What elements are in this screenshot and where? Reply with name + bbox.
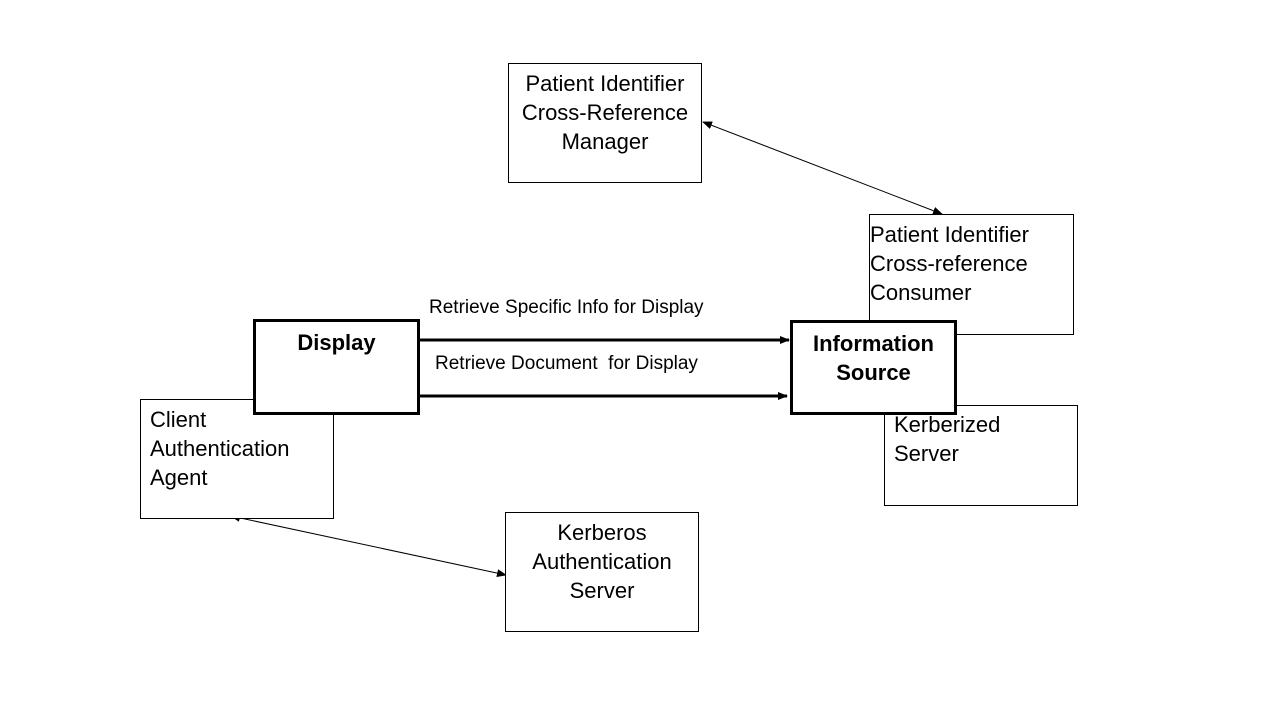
- retrieve-specific-info-label: Retrieve Specific Info for Display: [429, 297, 704, 318]
- client-auth-agent-box: Client Authentication Agent: [140, 399, 334, 519]
- pix-manager-label: Patient Identifier Cross-Reference Manag…: [521, 71, 689, 154]
- pix-manager-box: Patient Identifier Cross-Reference Manag…: [508, 63, 702, 183]
- kerberized-server-box: Kerberized Server: [884, 405, 1078, 506]
- kerberized-server-label: Kerberized Server: [894, 412, 1001, 466]
- pix-manager-consumer-connector: [702, 121, 943, 215]
- display-label: Display: [297, 330, 376, 355]
- retrieve-document-label: Retrieve Document for Display: [435, 353, 698, 374]
- client-agent-kerberos-connector: [230, 513, 507, 578]
- information-source-box: Information Source: [790, 320, 957, 415]
- display-box: Display: [253, 319, 420, 415]
- pix-consumer-label: Patient Identifier Cross-reference Consu…: [870, 222, 1029, 305]
- kerberos-auth-server-box: Kerberos Authentication Server: [505, 512, 699, 632]
- information-source-label: Information Source: [813, 331, 934, 385]
- pix-consumer-box: Patient Identifier Cross-reference Consu…: [869, 214, 1074, 335]
- client-auth-agent-label: Client Authentication Agent: [150, 407, 290, 490]
- kerberos-auth-server-label: Kerberos Authentication Server: [532, 520, 672, 603]
